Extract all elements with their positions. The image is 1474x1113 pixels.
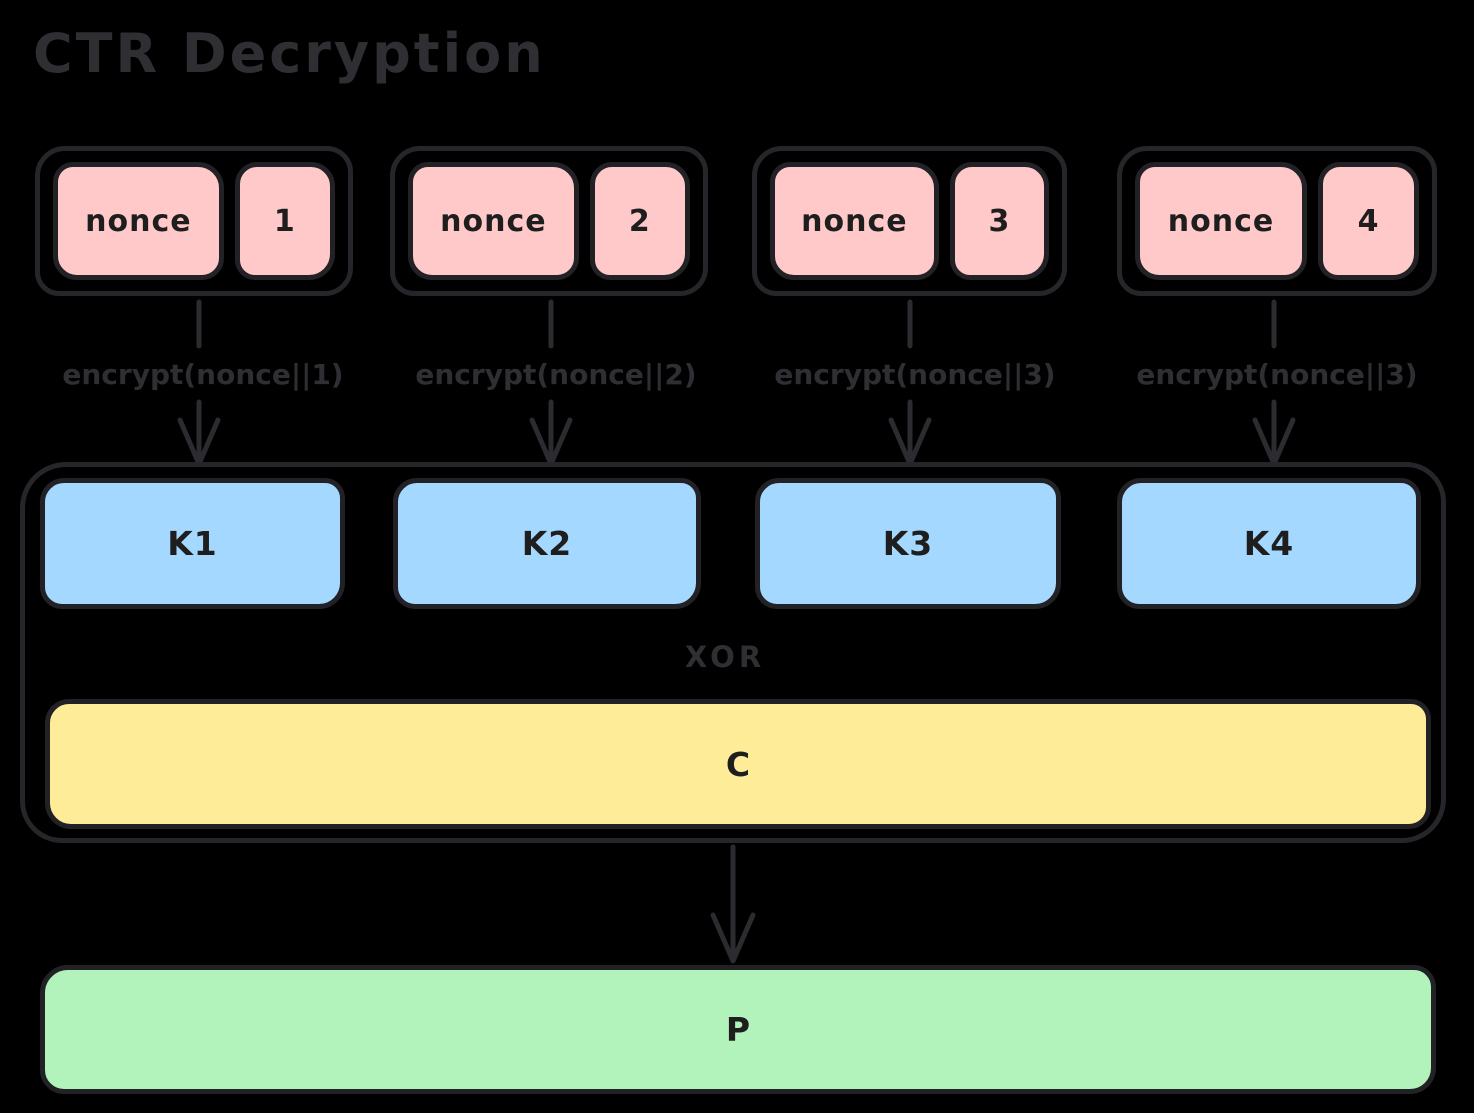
- nonce-box-4: nonce: [1135, 162, 1307, 280]
- encrypt-label-3: encrypt(nonce||3): [774, 358, 1056, 391]
- diagram-title: CTR Decryption: [33, 22, 546, 85]
- encrypt-label-1: encrypt(nonce||1): [62, 358, 344, 391]
- keystream-block-k1: K1: [40, 478, 345, 609]
- plaintext-box: P: [40, 965, 1436, 1094]
- xor-label: XOR: [684, 640, 766, 674]
- nonce-block-4: nonce 4: [1117, 146, 1437, 296]
- arrow-c-to-p-icon: [710, 844, 756, 964]
- counter-box-3: 3: [949, 162, 1049, 280]
- nonce-box-2: nonce: [408, 162, 579, 280]
- nonce-box-3: nonce: [770, 162, 939, 280]
- nonce-block-3: nonce 3: [752, 146, 1067, 296]
- encrypt-label-4: encrypt(nonce||3): [1136, 358, 1418, 391]
- nonce-block-1: nonce 1: [35, 146, 353, 296]
- keystream-block-k2: K2: [393, 478, 701, 609]
- counter-box-1: 1: [234, 162, 335, 280]
- counter-box-4: 4: [1318, 162, 1419, 280]
- encrypt-label-2: encrypt(nonce||2): [415, 358, 697, 391]
- ciphertext-box: C: [45, 699, 1431, 829]
- nonce-box-1: nonce: [53, 162, 224, 280]
- keystream-block-k4: K4: [1117, 478, 1421, 609]
- keystream-block-k3: K3: [755, 478, 1061, 609]
- nonce-block-2: nonce 2: [390, 146, 708, 296]
- counter-box-2: 2: [589, 162, 690, 280]
- keystream-xor-container: [20, 462, 1446, 843]
